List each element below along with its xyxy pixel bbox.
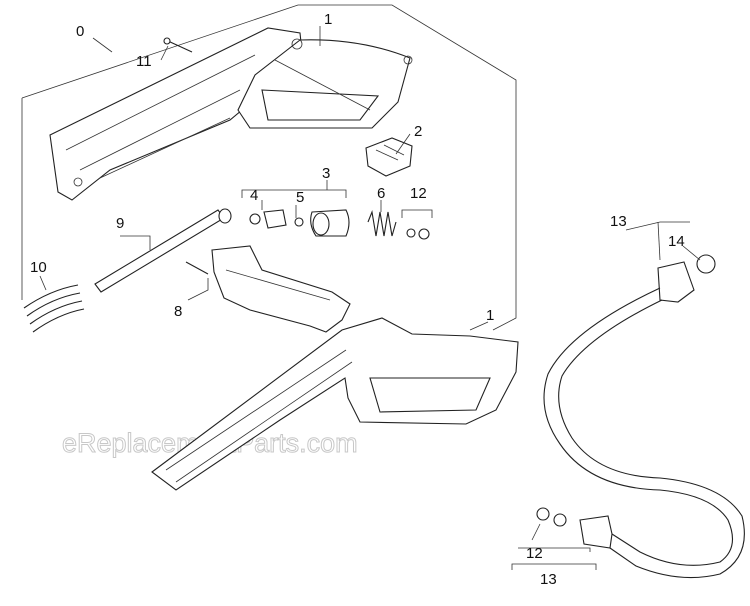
- part-8-trigger: [185, 245, 351, 333]
- callout-13-upper: 13: [610, 213, 627, 230]
- handle-half-upper: [49, 27, 413, 201]
- part-10-spring: [23, 284, 85, 333]
- callout-2: 2: [414, 123, 422, 140]
- callout-1-lower-handle: 1: [486, 307, 494, 324]
- part-11-screw: [163, 37, 193, 53]
- callout-3: 3: [322, 165, 330, 182]
- callout-9: 9: [116, 215, 124, 232]
- part-9-rod: [94, 208, 232, 293]
- callout-5: 5: [296, 189, 304, 206]
- handle-half-lower: [151, 317, 519, 491]
- hose-assembly: [536, 254, 745, 579]
- callout-10: 10: [30, 259, 47, 276]
- part-2-block: [365, 137, 413, 177]
- callout-1-upper-handle: 1: [324, 11, 332, 28]
- callout-13-lower: 13: [540, 571, 557, 588]
- callout-6: 6: [377, 185, 385, 202]
- callout-12-valve: 12: [410, 185, 427, 202]
- callout-14: 14: [668, 233, 685, 250]
- leader-lines: [39, 26, 701, 570]
- valve-parts: [249, 209, 430, 240]
- callout-8: 8: [174, 303, 182, 320]
- callout-11: 11: [136, 53, 152, 70]
- callout-12-hose: 12: [526, 545, 543, 562]
- assembly-boundary-top: [21, 4, 517, 331]
- callout-0: 0: [76, 23, 84, 40]
- callout-4: 4: [250, 187, 258, 204]
